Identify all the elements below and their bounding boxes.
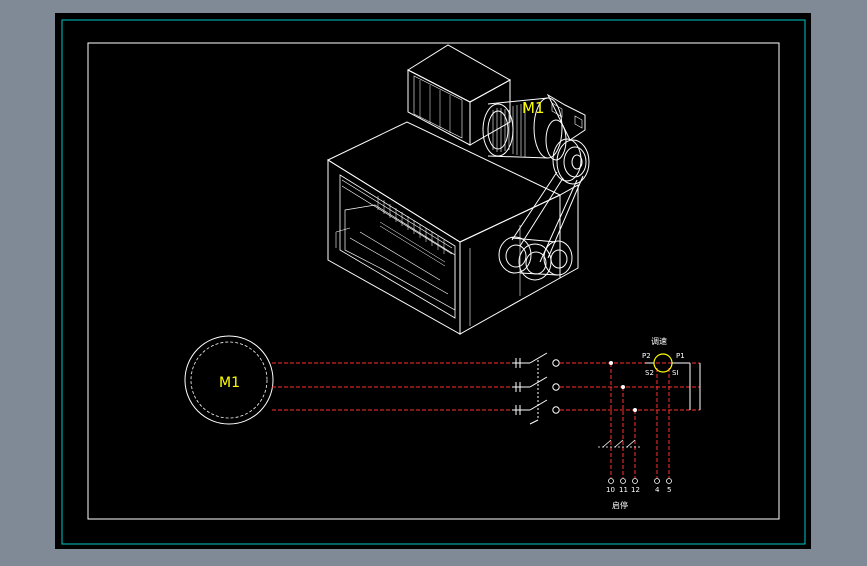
gearbox-block <box>406 44 512 146</box>
motor-symbol <box>184 335 274 425</box>
contactor-switches <box>512 352 701 425</box>
terminal-s1-label: SI <box>672 369 679 377</box>
lower-pulleys <box>498 236 573 281</box>
terminal-p1-label: P1 <box>676 352 685 360</box>
terminal-block <box>608 478 672 484</box>
power-wires <box>272 362 700 478</box>
top-pulley <box>552 138 590 185</box>
drawing-sheet <box>55 13 811 549</box>
speed-meter <box>645 353 690 373</box>
motor-label-3d: M1 <box>522 99 545 117</box>
outer-frame <box>61 19 806 545</box>
meter-top-label: 调速 <box>651 337 667 346</box>
main-housing <box>326 121 579 335</box>
terminal-number: 10 <box>606 486 615 494</box>
terminal-s2-label: S2 <box>645 369 654 377</box>
motor-symbol-label: M1 <box>219 375 240 391</box>
inner-frame <box>87 42 780 520</box>
terminal-p2-label: P2 <box>642 352 651 360</box>
junction-dots <box>609 361 637 412</box>
machine-3d-drawing <box>326 44 590 335</box>
terminal-number: 4 <box>655 486 660 494</box>
auxiliary-contacts <box>598 439 640 448</box>
bottom-label: 启停 <box>612 500 628 510</box>
terminal-number: 12 <box>631 486 640 494</box>
motor-cylinder <box>482 93 586 161</box>
terminal-number: 5 <box>667 486 671 494</box>
terminal-number: 11 <box>619 486 628 494</box>
